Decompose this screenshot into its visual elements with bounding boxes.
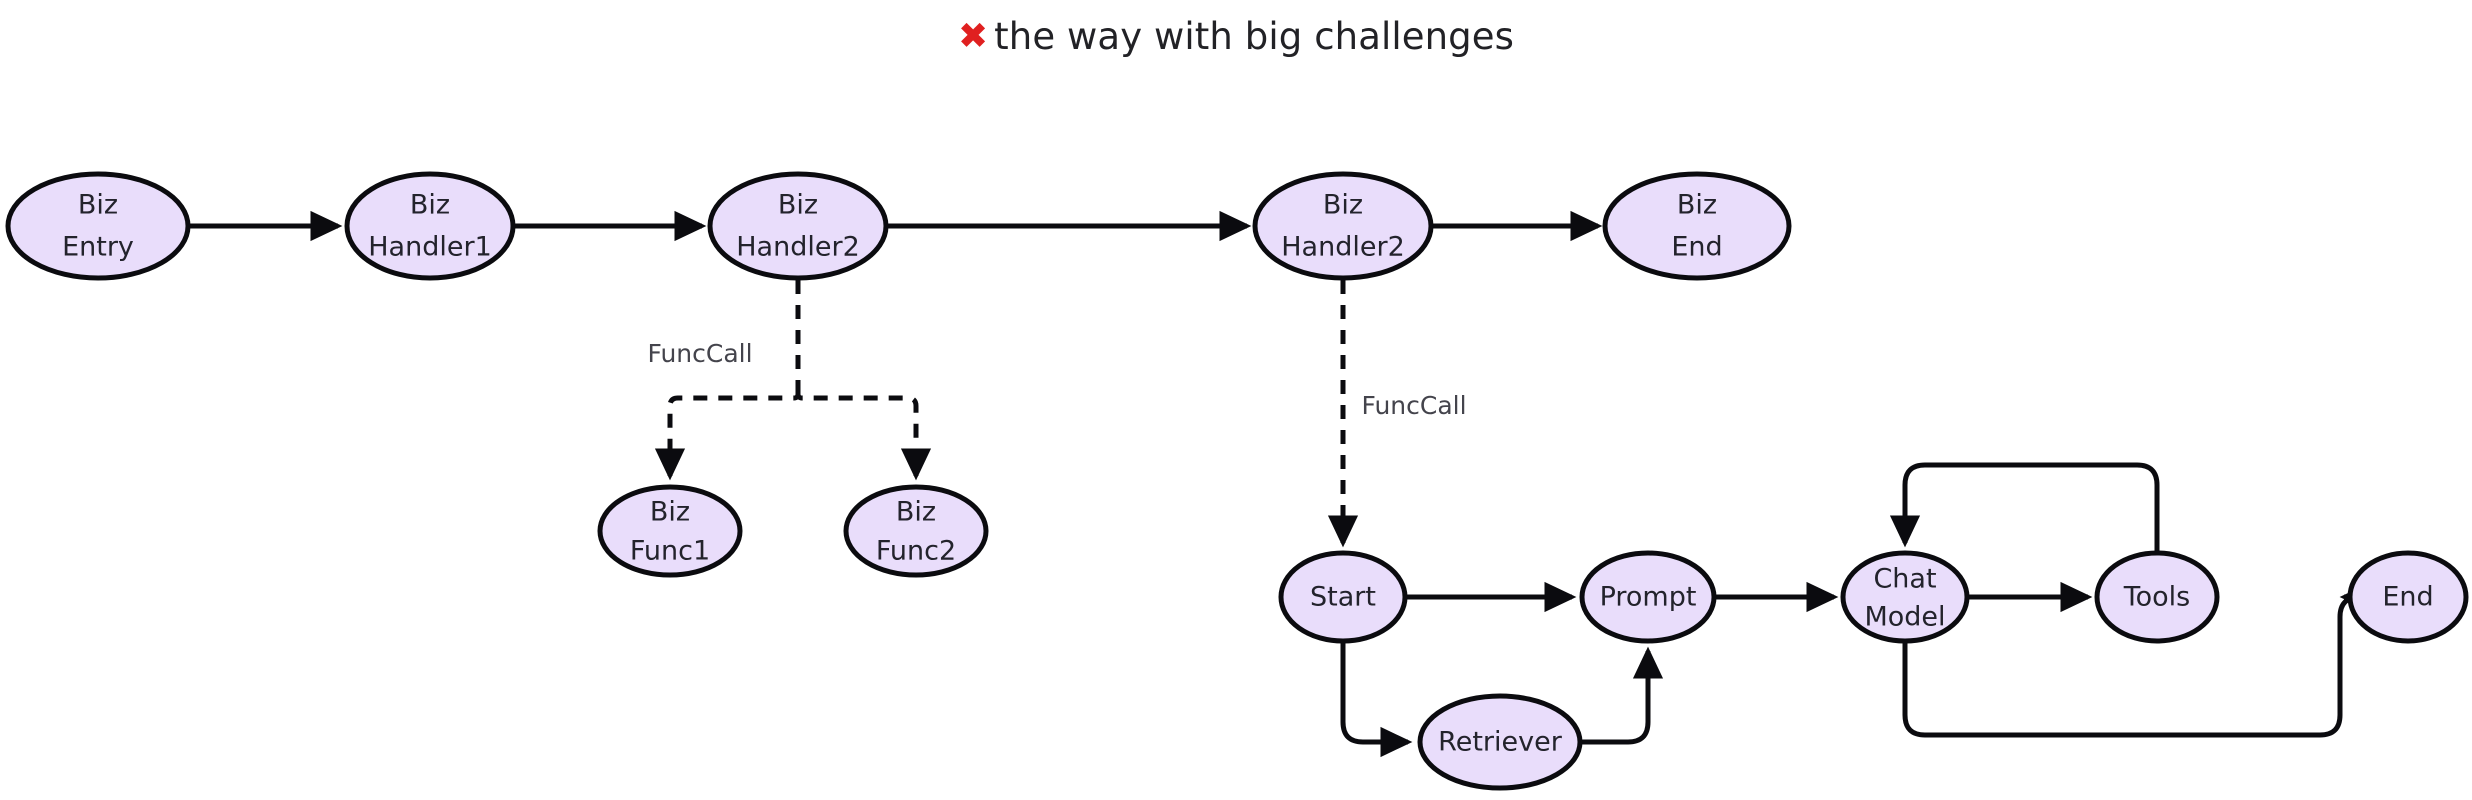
edge-start-to-retriever	[1340, 642, 1413, 758]
node-shape	[843, 484, 989, 578]
node-shape	[707, 171, 889, 281]
edge-labels-layer: FuncCall FuncCall	[647, 339, 1466, 420]
node-biz-handler2-b[interactable]: Biz Handler2	[1252, 171, 1434, 281]
edge-biz-handler2a-to-biz-func1	[654, 387, 801, 481]
edge-label-funccall-right: FuncCall	[1361, 391, 1466, 420]
node-biz-func1[interactable]: Biz Func1	[597, 484, 743, 578]
node-label-line2: Func1	[630, 536, 710, 567]
node-label-line1: Chat	[1873, 564, 1936, 595]
node-shape	[1840, 550, 1970, 644]
edge-tools-to-chat-model	[1889, 462, 2160, 551]
node-retriever[interactable]: Retriever	[1417, 693, 1583, 791]
node-shape	[344, 171, 516, 281]
node-shape	[1278, 550, 1408, 644]
node-shape	[1252, 171, 1434, 281]
cross-mark-icon: ✖	[958, 16, 989, 57]
edge-chat-model-to-end	[1902, 581, 2372, 738]
node-label-line1: Biz	[1677, 190, 1717, 221]
edges-layer	[190, 210, 2372, 758]
node-label-line2: End	[1671, 232, 1722, 263]
node-shape	[597, 484, 743, 578]
node-end[interactable]: End	[2347, 550, 2469, 644]
node-shape	[1602, 171, 1792, 281]
node-start[interactable]: Start	[1278, 550, 1408, 644]
page-title: ✖ the way with big challenges	[0, 0, 2472, 72]
node-label-line2: Handler2	[1281, 232, 1405, 263]
node-prompt[interactable]: Prompt	[1579, 550, 1717, 644]
node-label-line1: Biz	[896, 497, 936, 528]
node-shape	[1417, 693, 1583, 791]
node-label-line1: Biz	[410, 190, 450, 221]
node-label-line1: Retriever	[1438, 727, 1563, 758]
node-label-line2: Handler2	[736, 232, 860, 263]
node-biz-end[interactable]: Biz End	[1602, 171, 1792, 281]
node-biz-func2[interactable]: Biz Func2	[843, 484, 989, 578]
node-label-line2: Entry	[62, 232, 134, 263]
node-shape	[2094, 550, 2220, 644]
edge-label-funccall-left: FuncCall	[647, 339, 752, 368]
page-title-text: the way with big challenges	[994, 14, 1514, 58]
node-biz-entry[interactable]: Biz Entry	[5, 171, 191, 281]
node-tools[interactable]: Tools	[2094, 550, 2220, 644]
node-label-line1: Biz	[1323, 190, 1363, 221]
edge-biz-handler2a-to-biz-func2	[795, 387, 932, 481]
node-label-line1: Biz	[778, 190, 818, 221]
node-label-line1: Tools	[2123, 582, 2191, 613]
node-label-line2: Handler1	[368, 232, 492, 263]
node-label-line1: Prompt	[1600, 582, 1697, 613]
node-shape	[2347, 550, 2469, 644]
node-label-line1: Biz	[78, 190, 118, 221]
node-chat-model[interactable]: Chat Model	[1840, 550, 1970, 644]
node-shape	[1579, 550, 1717, 644]
node-label-line1: Biz	[650, 497, 690, 528]
edge-retriever-to-prompt	[1582, 646, 1664, 745]
node-biz-handler2-a[interactable]: Biz Handler2	[707, 171, 889, 281]
node-label-line1: Start	[1310, 582, 1376, 613]
nodes-layer: Biz Entry Biz Handler1 Biz Handler2 Biz …	[5, 171, 2469, 791]
node-label-line2: Model	[1864, 602, 1945, 633]
node-biz-handler1[interactable]: Biz Handler1	[344, 171, 516, 281]
node-label-line1: End	[2382, 582, 2433, 613]
node-shape	[5, 171, 191, 281]
node-label-line2: Func2	[876, 536, 956, 567]
